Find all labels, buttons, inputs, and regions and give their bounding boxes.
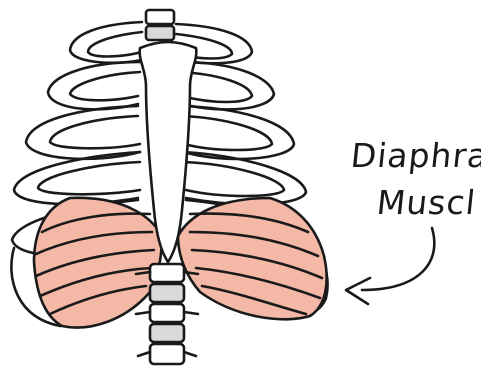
label-diaphragm: Diaphra — [349, 136, 481, 175]
curved-arrow — [346, 228, 434, 304]
spine-upper — [146, 10, 174, 40]
label-muscle: Muscl — [375, 183, 478, 222]
